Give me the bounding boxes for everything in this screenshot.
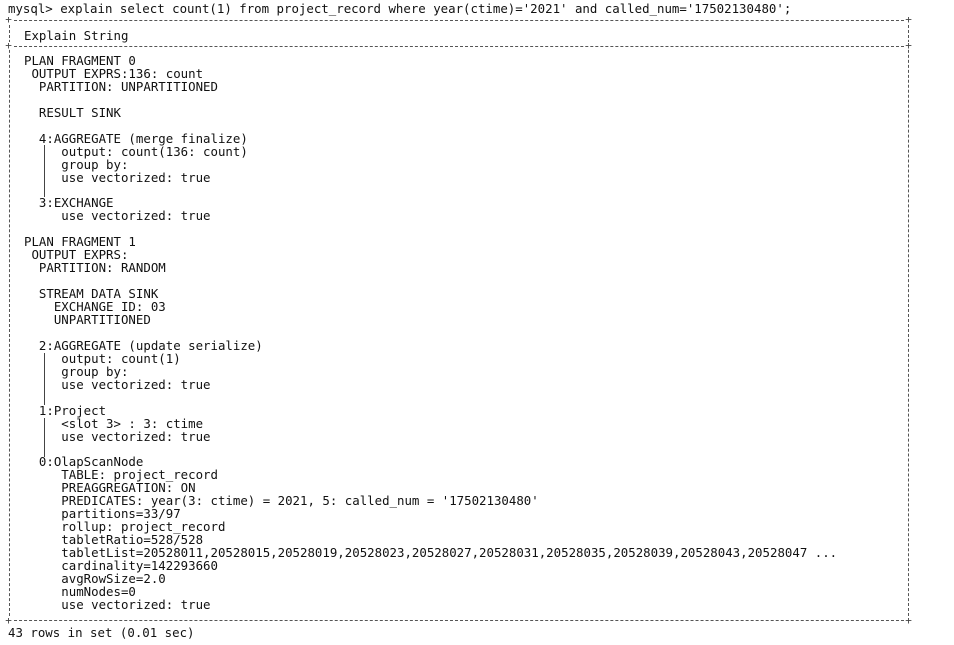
explain-row: use vectorized: true — [24, 208, 211, 224]
explain-row: PREAGGREGATION: ON — [24, 480, 196, 496]
explain-row: <slot 3> : 3: ctime — [24, 415, 204, 431]
explain-row: 4:AGGREGATE (merge finalize) — [24, 130, 248, 146]
explain-row: PLAN FRAGMENT 1 — [24, 234, 136, 250]
explain-row: tabletRatio=528/528 — [24, 532, 204, 548]
table-column-header: Explain String — [24, 28, 129, 43]
result-table-header-rule — [9, 46, 909, 47]
table-corner-plus-icon: + — [905, 614, 912, 627]
explain-row: PLAN FRAGMENT 0 — [24, 53, 136, 68]
explain-row: OUTPUT EXPRS:136: count — [24, 65, 204, 81]
table-corner-plus-icon: + — [5, 13, 12, 26]
explain-row: PARTITION: UNPARTITIONED — [24, 78, 218, 94]
explain-row: group by: — [24, 156, 129, 172]
explain-row: use vectorized: true — [24, 169, 211, 185]
explain-row: use vectorized: true — [24, 376, 211, 392]
explain-row: cardinality=142293660 — [24, 558, 218, 574]
table-corner-plus-icon: + — [5, 39, 12, 52]
explain-row: PARTITION: RANDOM — [24, 260, 166, 276]
explain-row: use vectorized: true — [24, 596, 211, 612]
plan-tree-connector — [44, 353, 45, 405]
explain-row: 2:AGGREGATE (update serialize) — [24, 337, 263, 353]
explain-row: tabletList=20528011,20528015,20528019,20… — [24, 545, 838, 561]
plan-tree-connector — [44, 418, 45, 457]
explain-row: 0:OlapScanNode — [24, 454, 144, 470]
explain-row: group by: — [24, 363, 129, 379]
explain-row: output: count(136: count) — [24, 143, 248, 159]
explain-row: OUTPUT EXPRS: — [24, 247, 129, 263]
explain-row: output: count(1) — [24, 350, 181, 366]
plan-tree-connector — [44, 145, 45, 197]
explain-row: STREAM DATA SINK — [24, 286, 159, 302]
table-corner-plus-icon: + — [905, 39, 912, 52]
explain-row: rollup: project_record — [24, 519, 226, 535]
explain-row: EXCHANGE ID: 03 — [24, 299, 166, 315]
result-table-border — [9, 20, 909, 621]
explain-row: TABLE: project_record — [24, 467, 218, 483]
explain-row: use vectorized: true — [24, 428, 211, 444]
explain-row: 3:EXCHANGE — [24, 195, 114, 211]
explain-row: avgRowSize=2.0 — [24, 571, 166, 586]
explain-row: numNodes=0 — [24, 583, 136, 599]
explain-row: RESULT SINK — [24, 104, 121, 120]
table-corner-plus-icon: + — [905, 13, 912, 26]
table-corner-plus-icon: + — [5, 614, 12, 627]
result-summary: 43 rows in set (0.01 sec) — [8, 625, 195, 640]
explain-row: partitions=33/97 — [24, 506, 181, 522]
explain-row: 1:Project — [24, 402, 107, 418]
explain-row: UNPARTITIONED — [24, 312, 151, 327]
command-prompt-line: mysql> explain select count(1) from proj… — [8, 1, 792, 16]
explain-row: PREDICATES: year(3: ctime) = 2021, 5: ca… — [24, 493, 539, 509]
